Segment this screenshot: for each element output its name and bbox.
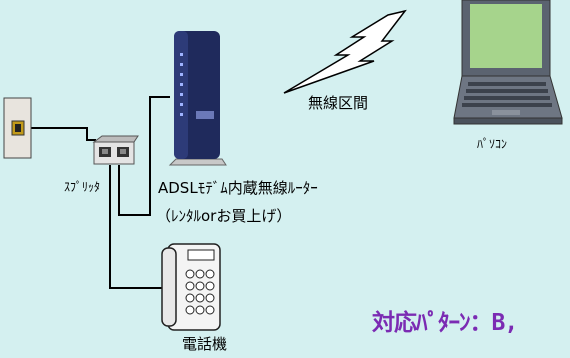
wire-jack-to-splitter (29, 127, 96, 141)
router-label: ADSLﾓﾃﾞﾑ内蔵無線ﾙｰﾀｰ (158, 179, 318, 197)
wire-splitter-to-phone (109, 165, 180, 289)
lightning-bolt-icon (283, 9, 407, 94)
telephone-icon (161, 243, 221, 331)
phone-label: 電話機 (182, 335, 228, 353)
router-icon (168, 31, 227, 166)
pattern-label: 対応ﾊﾟﾀｰﾝ：B, (372, 310, 518, 336)
splitter-icon (92, 135, 139, 165)
pc-label: ﾊﾟｿｺﾝ (477, 137, 508, 151)
wireless-label: 無線区間 (308, 94, 369, 112)
router-sublabel: （ﾚﾝﾀﾙorお買上げ） (156, 207, 292, 225)
laptop-icon (453, 0, 563, 125)
splitter-label: ｽﾌﾟﾘｯﾀ (64, 180, 101, 194)
wall-jack-icon (3, 97, 32, 159)
wire-splitter-to-router (118, 96, 170, 216)
